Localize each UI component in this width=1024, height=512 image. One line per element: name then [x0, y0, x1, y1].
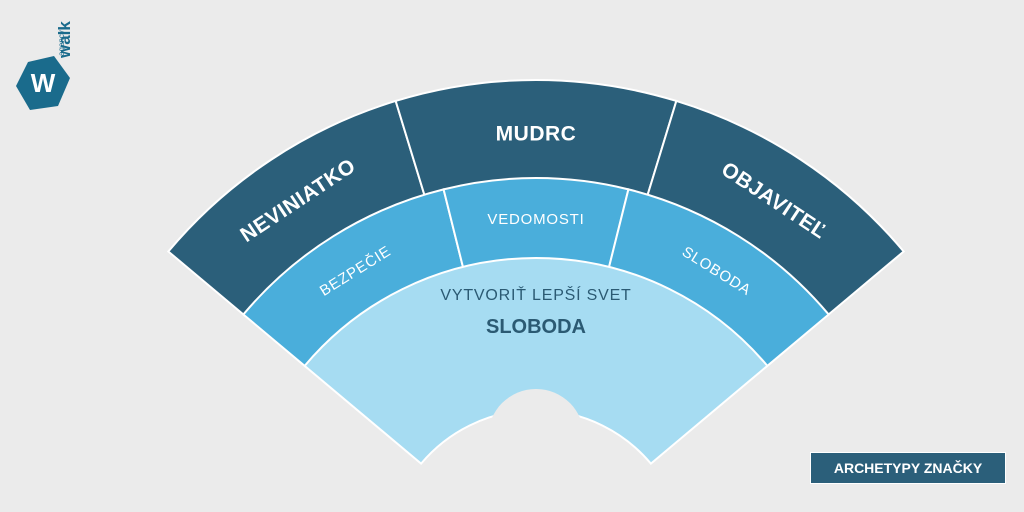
- logo-sub: agency: [57, 30, 66, 56]
- core-label-line1: VYTVORIŤ LEPŠÍ SVET: [440, 285, 631, 304]
- title-badge-label: ARCHETYPY ZNAČKY: [833, 460, 983, 476]
- fan-segments: [166, 79, 906, 485]
- logo-hexagon-icon: [16, 56, 70, 110]
- outer-label-2: MUDRC: [496, 123, 577, 146]
- core-label-line2: SLOBODA: [486, 316, 586, 338]
- logo-name: walk: [55, 21, 74, 59]
- core-notch: [488, 389, 584, 485]
- middle-label-2: VEDOMOSTI: [487, 211, 584, 228]
- title-badge: ARCHETYPY ZNAČKY: [810, 452, 1006, 484]
- logo-letter: W: [31, 68, 56, 98]
- walk-agency-logo: W walk agency: [16, 21, 74, 110]
